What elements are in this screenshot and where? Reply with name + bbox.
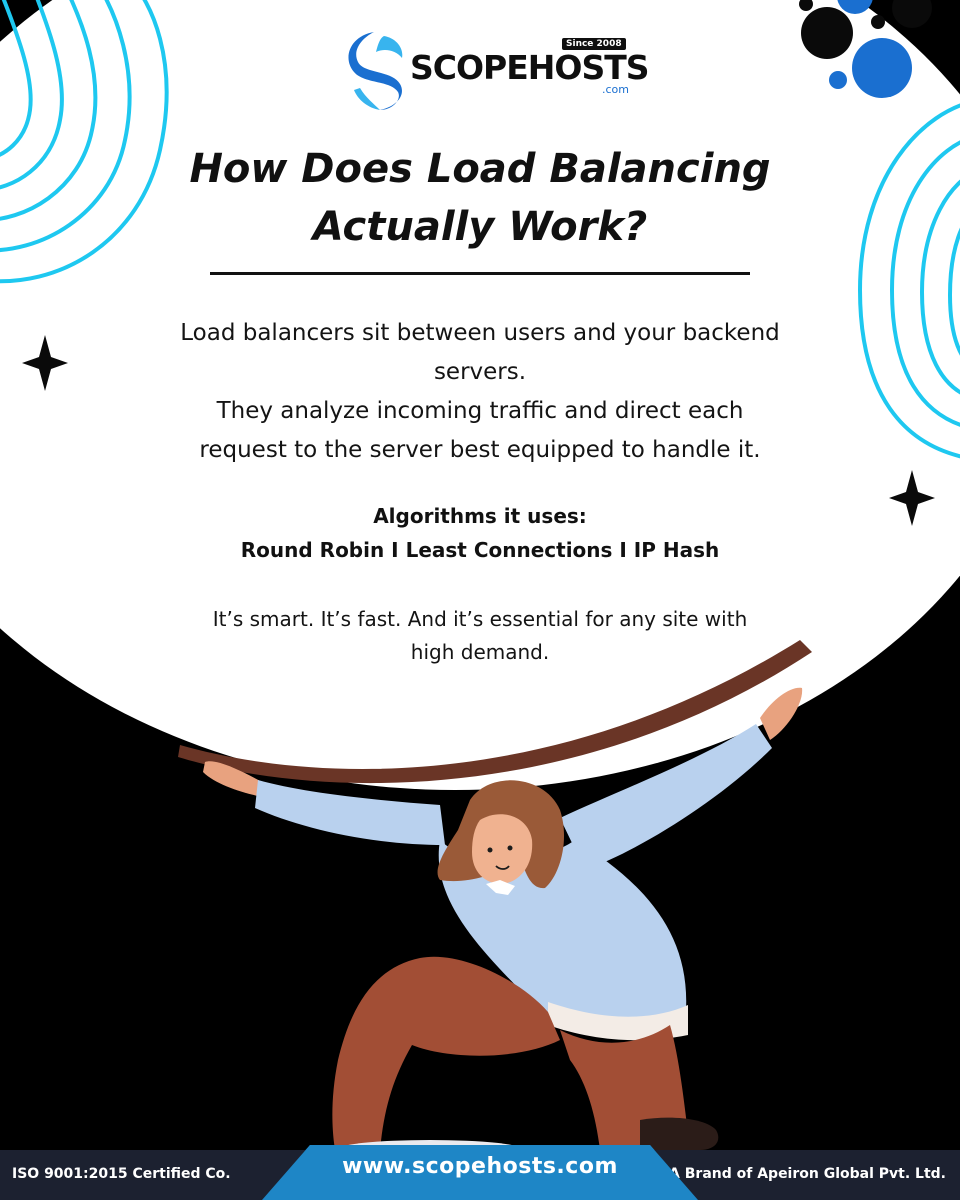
description: Load balancers sit between users and you… — [90, 314, 870, 470]
brand-logo: Since 2008 SCOPEHOSTS .com — [340, 28, 649, 112]
sparkle-icon — [889, 470, 935, 526]
algorithms-list: Round Robin I Least Connections I IP Has… — [240, 538, 720, 562]
description-line-4: request to the server best equipped to h… — [199, 437, 761, 463]
title-line-2: Actually Work? — [312, 204, 648, 250]
person-illustration — [178, 640, 812, 1160]
sparkle-icon — [22, 335, 68, 391]
website-link[interactable]: www.scopehosts.com — [342, 1154, 618, 1179]
brand-domain-suffix: .com — [602, 83, 629, 96]
algorithms-heading: Algorithms it uses: — [373, 504, 587, 528]
title-line-1: How Does Load Balancing — [189, 146, 771, 192]
since-badge: Since 2008 — [562, 38, 626, 50]
white-circle — [0, 0, 960, 790]
footer-tab — [262, 1145, 698, 1200]
logo-swoosh-icon — [348, 32, 403, 110]
closing-line-1: It’s smart. It’s fast. And it’s essentia… — [212, 607, 748, 631]
description-line-2: servers. — [433, 359, 527, 385]
brand-owner-text: A Brand of Apeiron Global Pvt. Ltd. — [669, 1166, 946, 1182]
description-line-1: Load balancers sit between users and you… — [180, 320, 780, 346]
swirl-decoration-left — [0, 0, 169, 284]
swirl-decoration-right — [857, 103, 960, 459]
certification-text: ISO 9001:2015 Certified Co. — [12, 1166, 231, 1182]
page-title: How Does Load Balancing Actually Work? — [100, 140, 860, 256]
closing-text: It’s smart. It’s fast. And it’s essentia… — [120, 603, 840, 669]
brand-name: SCOPEHOSTS — [410, 48, 649, 87]
closing-line-2: high demand. — [410, 640, 550, 664]
description-line-3: They analyze incoming traffic and direct… — [216, 398, 744, 424]
dots-decoration — [799, 0, 932, 98]
title-divider — [210, 272, 750, 275]
